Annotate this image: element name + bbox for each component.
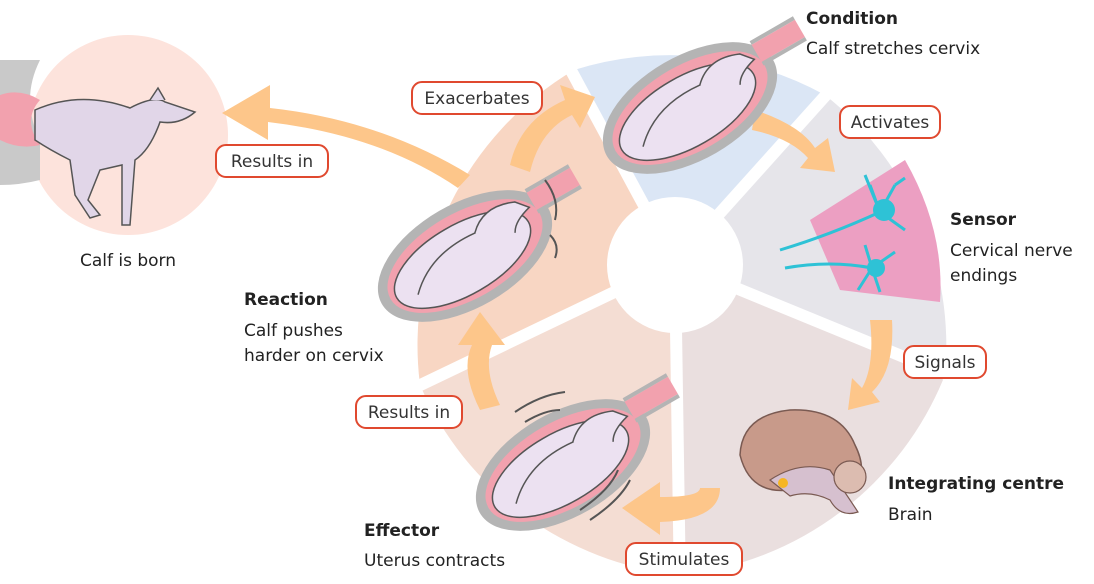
signals-pill: Signals [903,345,987,379]
condition-label: Condition Calf stretches cervix [806,9,980,59]
svg-text:Uterus contracts: Uterus contracts [364,551,505,571]
sector-sensor [675,95,947,375]
svg-text:Calf is born: Calf is born [80,251,176,271]
svg-text:Cervical nerve: Cervical nerve [950,241,1073,261]
results-in-born-pill: Results in [215,144,329,178]
contraction-lines [514,179,631,521]
brain-illustration [739,409,867,515]
integrating-centre-label: Integrating centre Brain [888,474,1064,525]
svg-text:Integrating centre: Integrating centre [888,474,1064,494]
svg-text:Condition: Condition [806,9,898,29]
svg-text:Activates: Activates [851,113,930,133]
activates-pill: Activates [839,105,941,139]
sensor-illustration [779,160,941,302]
svg-text:Reaction: Reaction [244,290,328,310]
svg-text:endings: endings [950,266,1017,286]
calf-born-illustration [0,35,228,235]
svg-text:Calf stretches cervix: Calf stretches cervix [806,39,980,59]
arrow-results-in-effector [458,312,505,410]
arrow-results-in-born [222,85,470,188]
exacerbates-pill: Exacerbates [411,81,543,115]
svg-text:Sensor: Sensor [950,210,1017,230]
reaction-label: Reaction Calf pushes harder on cervix [244,290,384,366]
stimulates-pill: Stimulates [625,542,743,576]
arrow-stimulates [622,482,720,535]
svg-text:Brain: Brain [888,505,933,525]
flow-arrows [222,85,893,535]
svg-text:Calf pushes: Calf pushes [244,321,343,341]
effector-label: Effector Uterus contracts [364,521,505,571]
calf-born-label: Calf is born [80,251,176,271]
arrow-exacerbates [510,85,595,172]
svg-text:Signals: Signals [914,353,975,373]
svg-text:Results in: Results in [368,403,450,423]
arrow-signals [848,320,893,410]
arrow-activates [752,110,835,172]
results-in-effector-pill: Results in [355,395,463,429]
wheel-center [607,197,743,333]
svg-text:Stimulates: Stimulates [639,550,730,570]
svg-text:Effector: Effector [364,521,440,541]
svg-text:Exacerbates: Exacerbates [424,89,529,109]
sensor-label: Sensor Cervical nerve endings [950,210,1073,286]
svg-text:Results in: Results in [231,152,313,172]
svg-text:harder on cervix: harder on cervix [244,346,384,366]
